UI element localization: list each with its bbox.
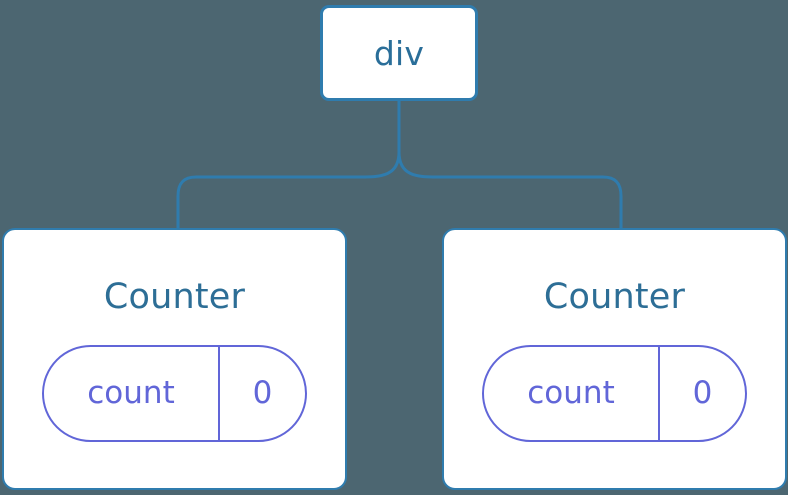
component-title: Counter [543, 277, 686, 317]
state-key: count [87, 375, 175, 411]
component-card-counter-right[interactable]: Counter count 0 [442, 228, 787, 490]
component-title: Counter [103, 277, 246, 317]
connector-branch-left [176, 151, 401, 228]
state-value: 0 [252, 375, 273, 411]
state-pill-divider [658, 347, 660, 440]
root-node-label: div [373, 33, 425, 73]
state-key: count [527, 375, 615, 411]
state-pill[interactable]: count 0 [482, 345, 747, 442]
component-card-counter-left[interactable]: Counter count 0 [2, 228, 347, 490]
state-pill[interactable]: count 0 [42, 345, 307, 442]
root-node-div[interactable]: div [320, 5, 478, 101]
state-value: 0 [692, 375, 713, 411]
connector-branch-right [397, 151, 623, 228]
state-pill-divider [218, 347, 220, 440]
